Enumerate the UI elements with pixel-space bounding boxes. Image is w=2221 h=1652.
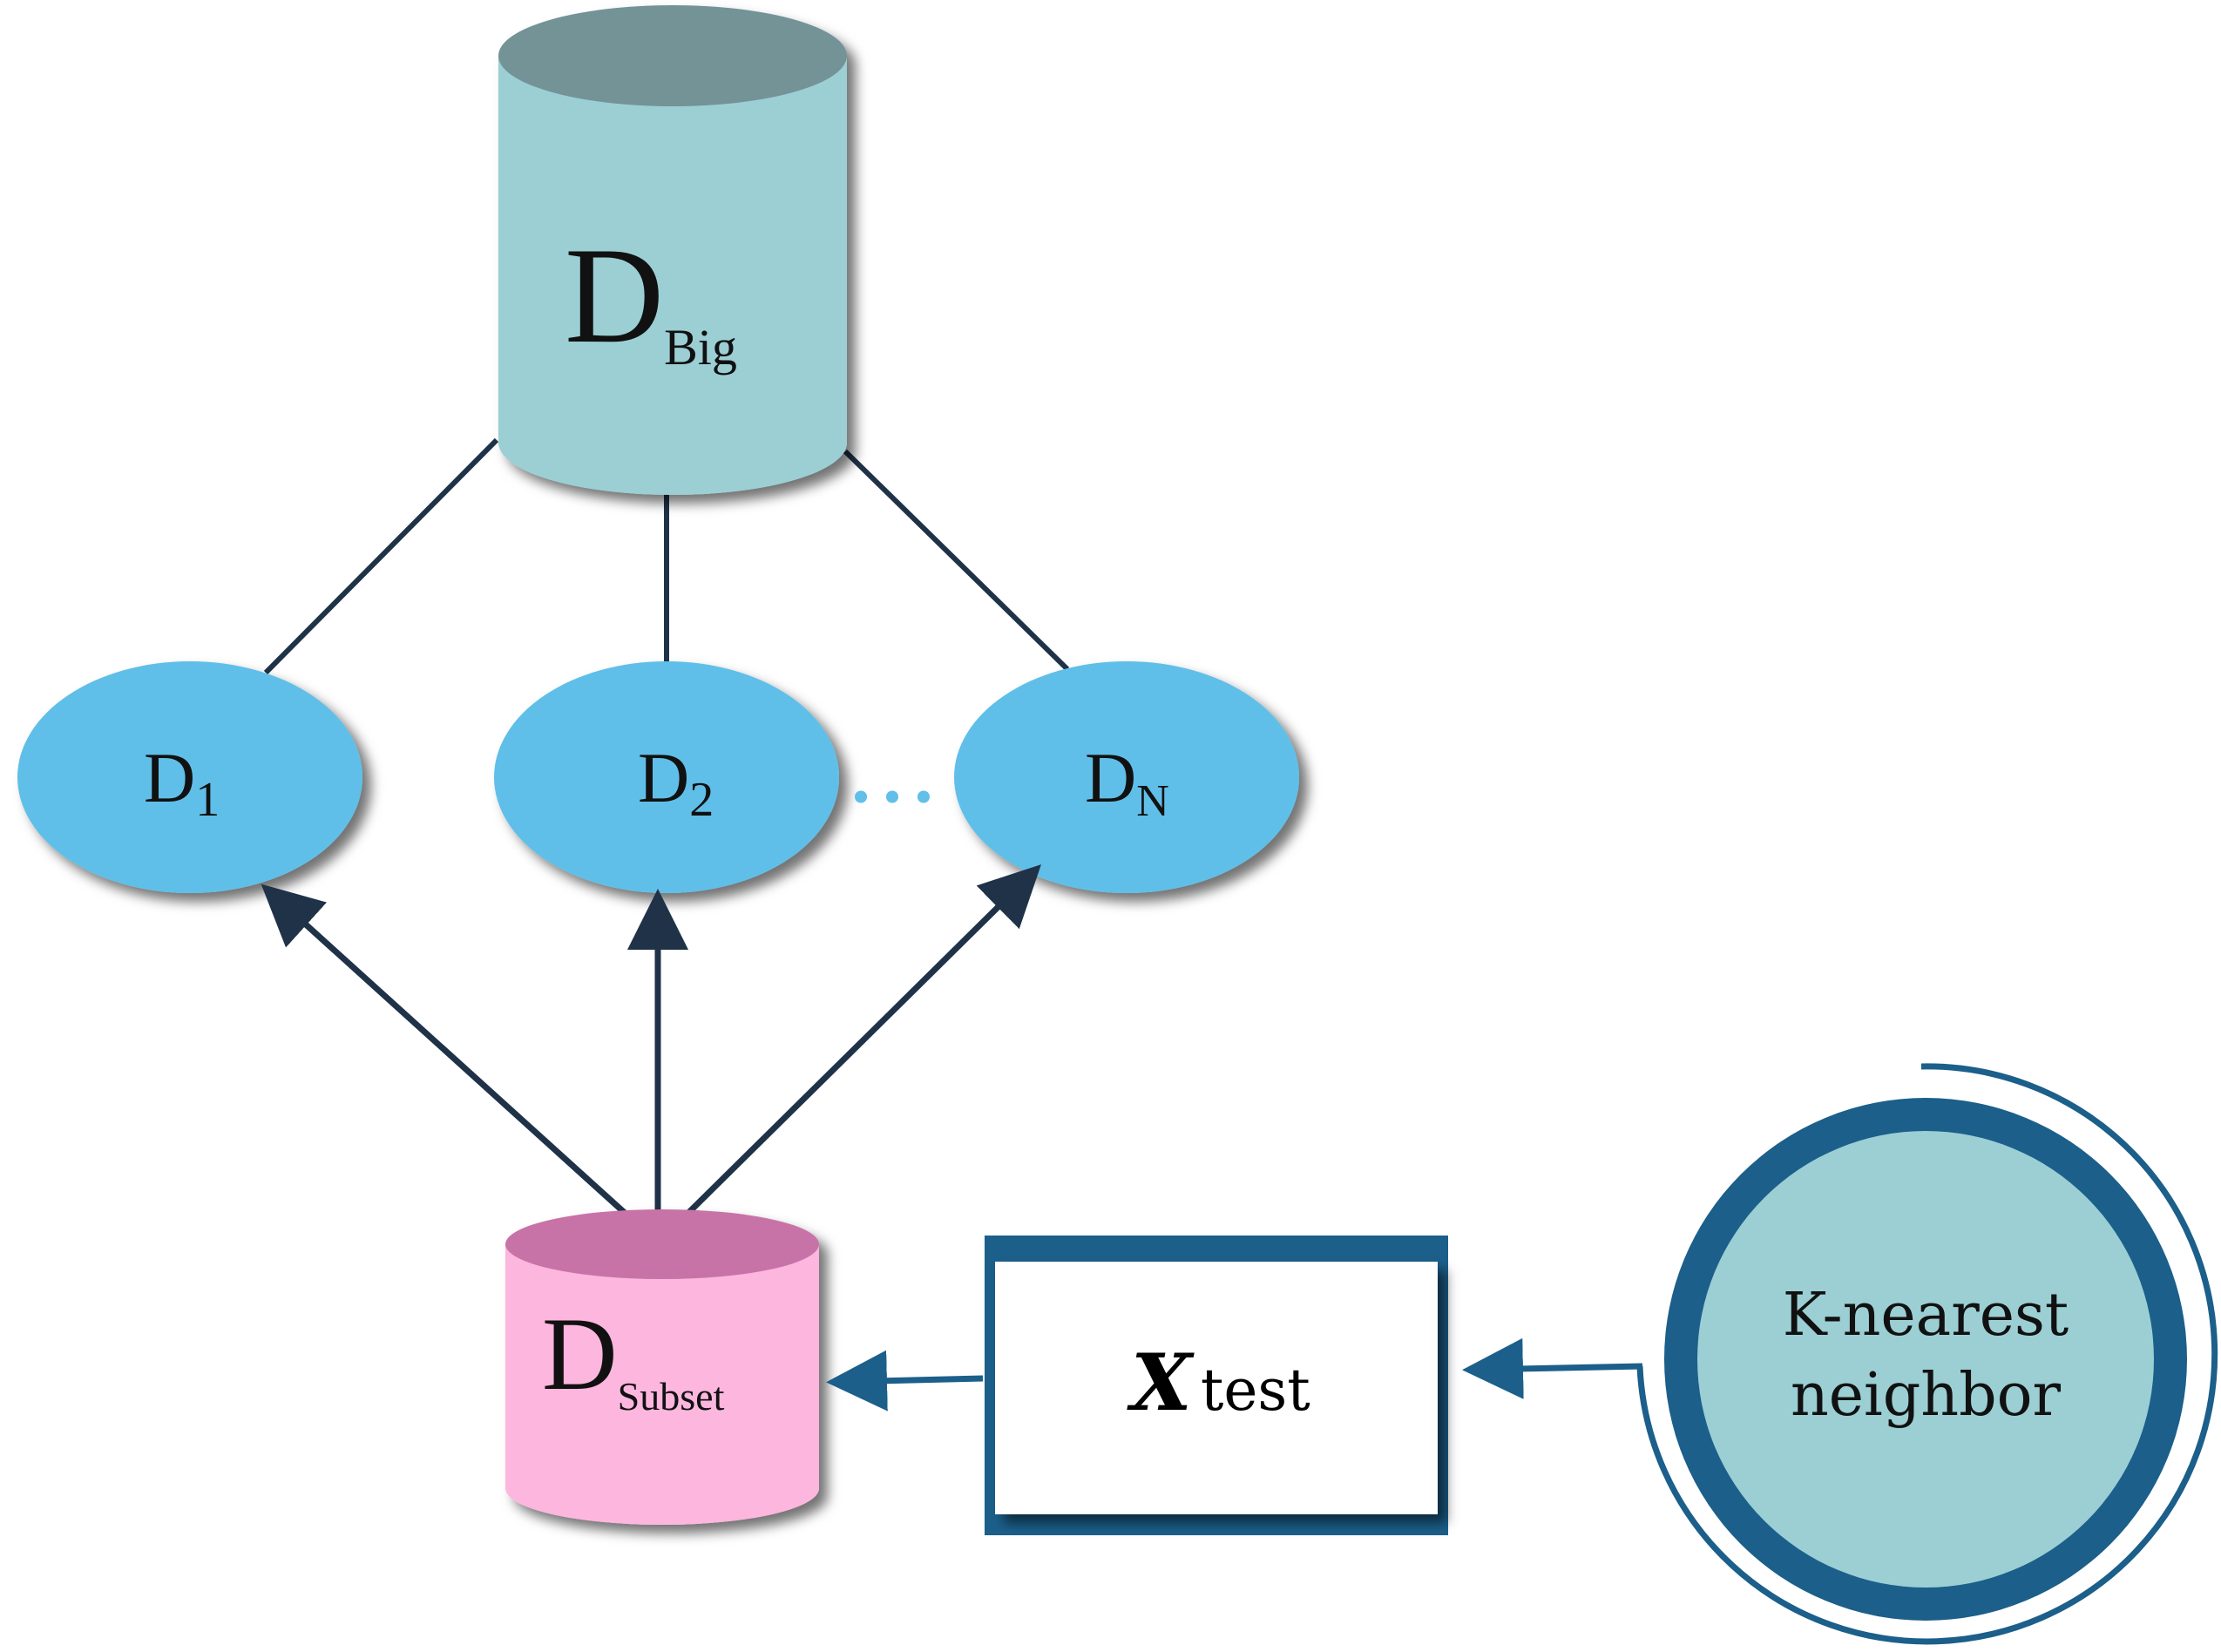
subset-database-label: DSubset — [542, 1296, 725, 1418]
knn-circle: K-nearest neighbor — [1636, 1063, 2218, 1645]
big-database-label: DBig — [565, 220, 737, 376]
knn-label-line1: K-nearest — [1783, 1281, 2069, 1350]
arrow-test-to-subset — [826, 1350, 984, 1412]
arrow-subset-to-dn — [686, 864, 1041, 1215]
subset-database-top — [505, 1209, 819, 1279]
knn-label-line2: neighbor — [1791, 1361, 2062, 1430]
partition-ellipsis: … — [845, 715, 939, 824]
partition-d2: D2 — [494, 661, 839, 893]
big-to-partition-lines — [263, 437, 1070, 675]
partition-d2-ellipse — [494, 661, 839, 893]
partition-d1-sub: 1 — [195, 773, 220, 827]
big-database-sub: Big — [664, 319, 737, 376]
knn-outer-ring — [1636, 1063, 2218, 1645]
partition-d1: D1 — [17, 661, 362, 893]
big-database-main: D — [565, 220, 664, 372]
test-sample-box-inner — [995, 1262, 1438, 1514]
subset-database-body — [505, 1244, 819, 1525]
partition-d2-sub: 2 — [689, 773, 714, 827]
knn-inner — [1697, 1131, 2154, 1588]
partition-dn: DN — [954, 661, 1299, 893]
partition-dn-main: D — [1085, 738, 1136, 817]
partition-dn-ellipse — [954, 661, 1299, 893]
subset-database-sub: Subset — [618, 1374, 725, 1418]
partition-d1-label: D1 — [144, 738, 220, 827]
subset-to-partition-arrows — [261, 864, 1041, 1215]
subset-database-main: D — [542, 1296, 618, 1412]
partition-d1-main: D — [144, 738, 195, 817]
partition-d1-ellipse — [17, 661, 362, 893]
partition-d2-label: D2 — [638, 738, 714, 827]
arrow-knn-to-test — [1462, 1337, 1643, 1399]
big-database-body — [498, 56, 847, 495]
test-sample-sub: test — [1201, 1357, 1310, 1424]
arrow-subset-to-d1 — [261, 884, 627, 1215]
partition-dn-label: DN — [1085, 738, 1169, 826]
test-sample-main: X — [1127, 1337, 1195, 1429]
partition-d2-main: D — [638, 738, 689, 817]
line-big-to-d1 — [263, 437, 499, 675]
subset-database-cylinder — [505, 1209, 819, 1525]
big-database-cylinder — [498, 5, 847, 495]
line-big-to-dn — [843, 449, 1070, 672]
partition-dn-sub: N — [1136, 776, 1169, 826]
big-database-top — [498, 5, 847, 106]
